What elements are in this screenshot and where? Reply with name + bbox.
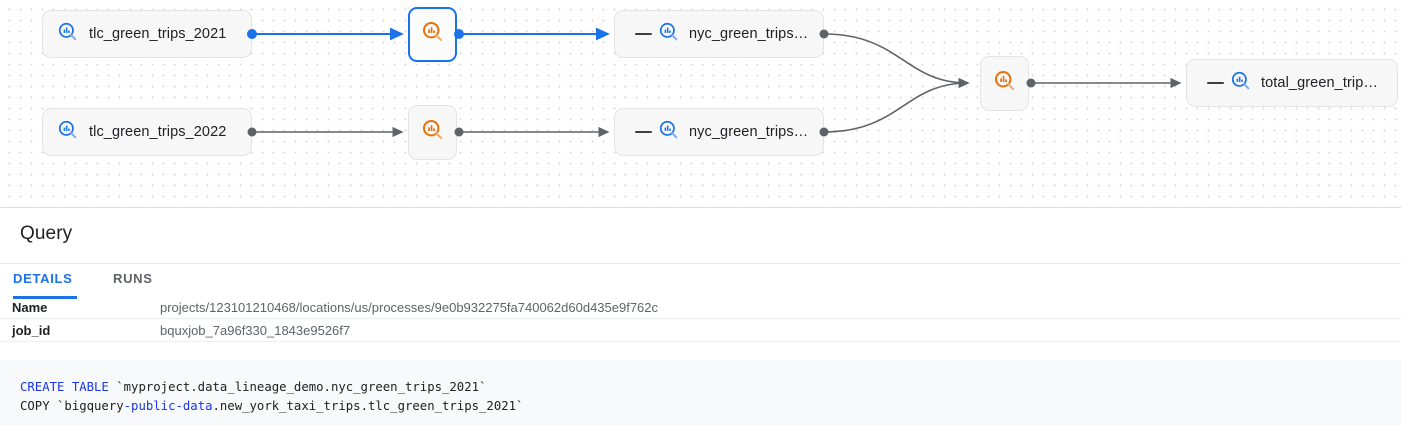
node-port-out-nyc-bottom[interactable] [819,127,829,137]
tab-details[interactable]: DETAILS [13,271,73,286]
panel-divider [0,207,1401,208]
graph-node-label: nyc_green_trips… [689,26,809,42]
graph-node-label: nyc_green_trips… [689,124,809,140]
detail-key-name: Name [12,299,48,315]
graph-node-process-1-selected[interactable] [408,7,457,62]
table-search-icon [1230,70,1252,97]
graph-node-label: tlc_green_trips_2021 [89,26,227,42]
node-port-out-process-2[interactable] [454,127,464,137]
collapse-toggle-icon[interactable] [1207,82,1224,84]
process-search-icon [421,20,445,49]
table-search-icon [658,21,680,48]
sql-code-block[interactable]: CREATE TABLE `myproject.data_lineage_dem… [0,360,1401,425]
sql-line2-prefix: COPY `bigquery [20,399,124,413]
node-port-out-tlc2022[interactable] [247,127,257,137]
table-search-icon [57,119,79,146]
sql-line2-rest: .new_york_taxi_trips.tlc_green_trips_202… [212,399,524,413]
sql-keyword-create-table: CREATE TABLE [20,380,109,394]
edge-layer [252,27,1182,138]
details-table: Name projects/123101210468/locations/us/… [0,296,1401,342]
graph-node-nyc-green-trips-bottom[interactable]: nyc_green_trips… [614,108,824,156]
node-port-out-process-3[interactable] [1026,78,1036,88]
edge-nyc1-proc3[interactable] [823,33,970,89]
graph-node-nyc-green-trips-top[interactable]: nyc_green_trips… [614,10,824,58]
panel-title: Query [20,223,73,244]
table-search-icon [658,119,680,146]
graph-node-tlc-green-trips-2021[interactable]: tlc_green_trips_2021 [42,10,252,58]
collapse-toggle-icon[interactable] [635,131,652,133]
node-port-out-nyc-top[interactable] [819,29,829,39]
detail-value-name: projects/123101210468/locations/us/proce… [160,299,659,315]
sql-line1-rest: `myproject.data_lineage_demo.nyc_green_t… [108,380,487,394]
detail-value-job-id: bquxjob_7a96f330_1843e9526f7 [160,322,351,338]
table-search-icon [57,21,79,48]
tabs-bar: DETAILS RUNS [0,263,1401,299]
graph-node-process-3[interactable] [980,56,1029,111]
table-row: job_id bquxjob_7a96f330_1843e9526f7 [0,319,1401,342]
sql-token-public-data: -public-data [123,399,213,413]
process-search-icon [421,118,445,147]
process-search-icon [993,69,1017,98]
graph-node-label: total_green_trip… [1261,75,1378,91]
lineage-graph-canvas[interactable]: tlc_green_trips_2021 tlc_green_trips_202… [0,0,1401,207]
detail-key-job-id: job_id [12,322,51,338]
node-port-out-tlc2021[interactable] [247,29,257,39]
graph-node-tlc-green-trips-2022[interactable]: tlc_green_trips_2022 [42,108,252,156]
graph-node-total-green-trips[interactable]: total_green_trip… [1186,59,1398,107]
graph-node-process-2[interactable] [408,105,457,160]
edge-nyc2-proc3[interactable] [823,77,970,133]
collapse-toggle-icon[interactable] [635,33,652,35]
graph-node-label: tlc_green_trips_2022 [89,124,227,140]
tab-runs[interactable]: RUNS [113,271,153,286]
tab-active-underline [13,296,77,299]
details-panel: Query DETAILS RUNS Name projects/1231012… [0,208,1401,425]
node-port-out-process-1[interactable] [454,29,464,39]
table-row: Name projects/123101210468/locations/us/… [0,296,1401,319]
